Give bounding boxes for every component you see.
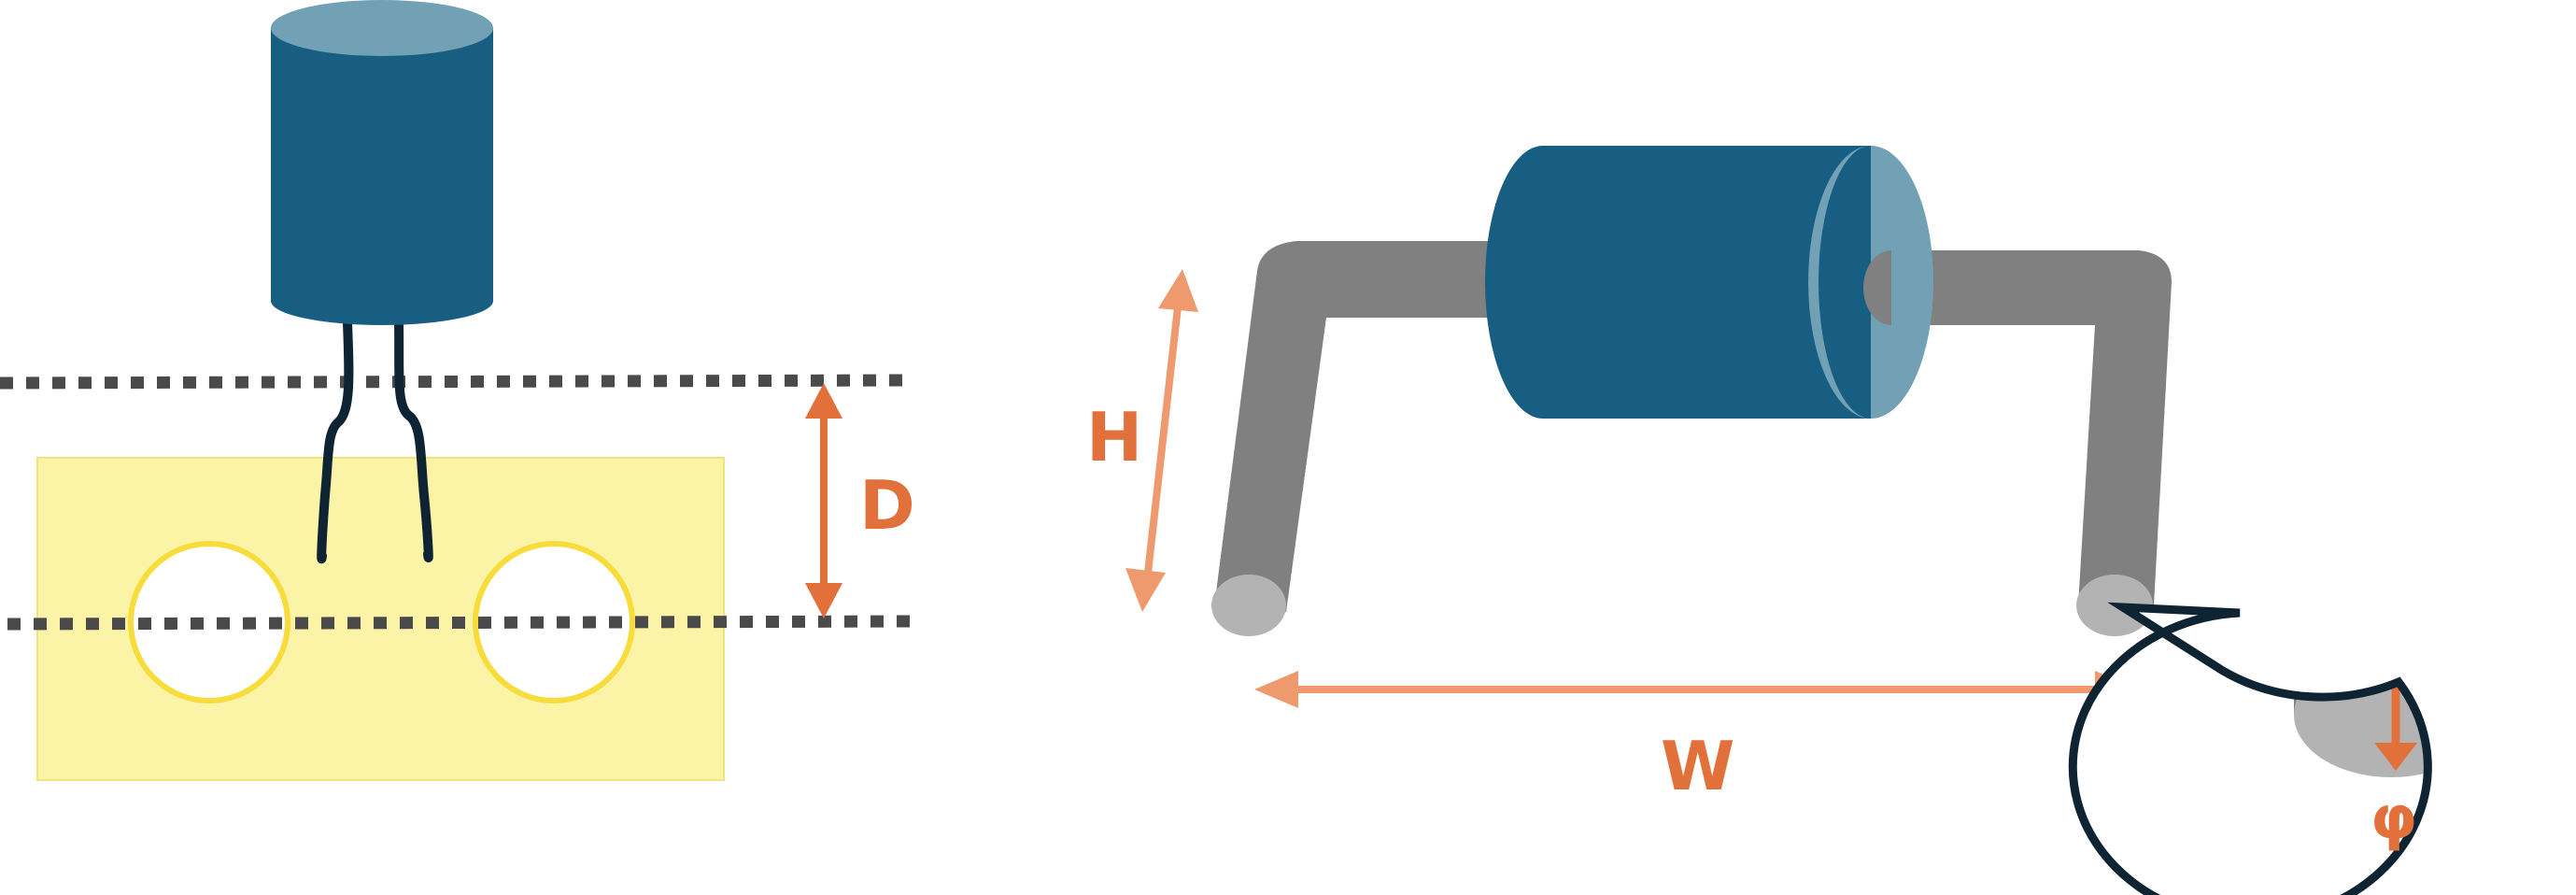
axial-lead-left bbox=[1214, 241, 1499, 612]
lead-end-left bbox=[1211, 575, 1286, 636]
radial-capacitor-assembly: D bbox=[0, 0, 915, 781]
callout-outline bbox=[2068, 602, 2432, 895]
depth-dimension-arrow bbox=[805, 383, 842, 618]
axial-capacitor-body bbox=[1485, 146, 1871, 419]
axial-lead-stub bbox=[1863, 250, 1891, 325]
capacitor-lead-right bbox=[394, 318, 433, 562]
depth-label: D bbox=[859, 466, 915, 545]
reference-line-top bbox=[0, 374, 907, 390]
width-dimension-arrow bbox=[1254, 671, 2139, 708]
capacitor-lead-left bbox=[317, 318, 354, 563]
capacitor-top-cap bbox=[271, 0, 493, 56]
diameter-label: φ bbox=[2371, 784, 2417, 853]
height-label: H bbox=[1086, 398, 1142, 476]
width-label: W bbox=[1661, 727, 1734, 805]
height-dimension-arrow bbox=[1125, 269, 1198, 612]
axial-capacitor-assembly: H W φ bbox=[1086, 146, 2432, 895]
mounting-hole-left bbox=[128, 541, 290, 703]
mounting-hole-right bbox=[473, 541, 635, 703]
axial-capacitor-end-shadow bbox=[1819, 146, 1871, 419]
callout-bubble bbox=[2073, 607, 2428, 895]
reference-line-bottom bbox=[7, 615, 914, 631]
capacitor-body bbox=[271, 28, 493, 325]
axial-lead-right bbox=[1891, 250, 2172, 605]
